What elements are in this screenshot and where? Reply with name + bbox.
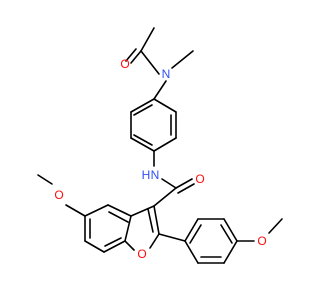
bond xyxy=(268,218,283,234)
bond xyxy=(171,50,194,69)
bond xyxy=(104,237,122,247)
bond xyxy=(130,50,142,64)
bond xyxy=(153,80,167,100)
bond xyxy=(220,224,233,244)
bond xyxy=(124,215,132,242)
atom-label-nh-nitrogen: N xyxy=(151,168,160,182)
bond xyxy=(130,137,155,152)
bond xyxy=(223,218,238,242)
bond xyxy=(184,218,199,242)
bond xyxy=(133,104,153,116)
bond xyxy=(177,183,195,194)
bond xyxy=(223,240,238,264)
bond xyxy=(161,178,177,189)
atom-label-amide-nitrogen: N xyxy=(162,67,171,81)
bond xyxy=(153,187,177,207)
bond xyxy=(84,204,109,217)
bond xyxy=(184,240,199,264)
bond xyxy=(153,205,160,235)
atom-label-methoxy-oxygen-left: O xyxy=(54,188,63,202)
bond xyxy=(108,211,129,223)
bond xyxy=(140,50,160,75)
bond xyxy=(189,224,202,244)
bond xyxy=(125,48,137,62)
bond xyxy=(140,27,155,52)
molecule-structure-diagram: O N H N O O O O xyxy=(37,27,283,264)
bond xyxy=(130,205,155,217)
bond xyxy=(175,178,193,189)
bond xyxy=(65,204,86,217)
bonds xyxy=(37,27,283,264)
bond xyxy=(84,240,105,253)
bond xyxy=(133,134,153,146)
bond xyxy=(107,204,132,217)
atom-label-acetyl-oxygen: O xyxy=(120,57,129,71)
atom-label-methoxy-oxygen-right: O xyxy=(257,234,266,248)
bond xyxy=(149,233,160,249)
bond xyxy=(158,233,186,242)
bond xyxy=(153,98,177,113)
bond xyxy=(37,174,53,185)
atom-label-furan-oxygen: O xyxy=(137,247,146,261)
bond xyxy=(103,240,126,253)
bond xyxy=(124,240,135,251)
bond xyxy=(153,137,177,152)
atom-label-carbonyl-oxygen: O xyxy=(195,172,204,186)
bond xyxy=(147,208,154,233)
atom-label-nh-hydrogen: H xyxy=(142,168,151,182)
bond xyxy=(130,98,155,113)
atom-labels: O N H N O O O O xyxy=(54,57,266,261)
